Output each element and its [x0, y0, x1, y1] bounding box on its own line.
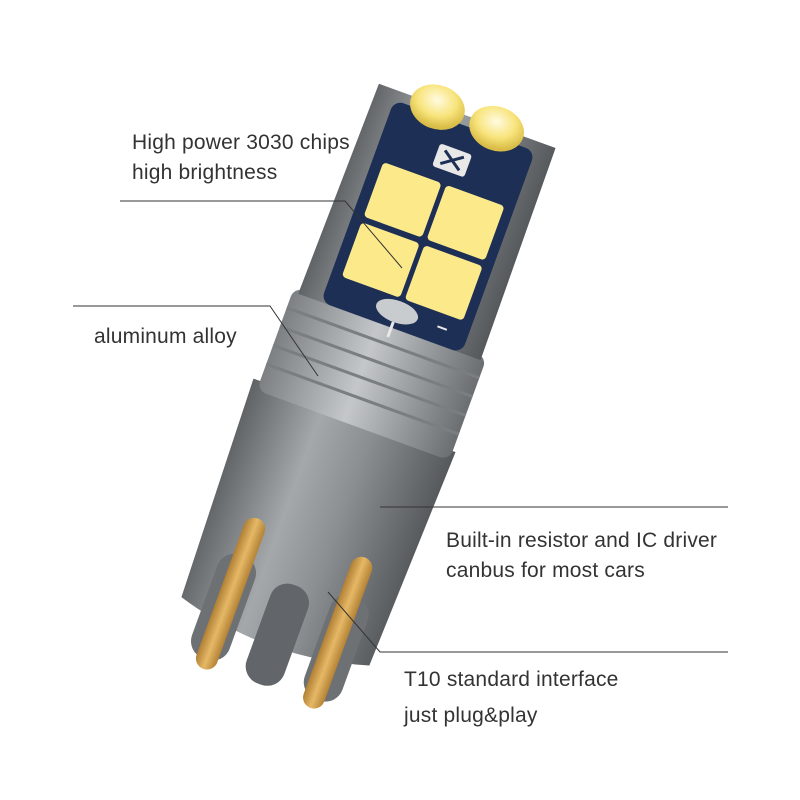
- bulb-body: [181, 83, 556, 709]
- contact-wire: [303, 556, 373, 709]
- callout-interface: T10 standard interface just plug&play: [404, 662, 619, 734]
- led-chip: [342, 223, 419, 297]
- callout-alloy: aluminum alloy: [94, 322, 237, 352]
- led-chip: [427, 186, 504, 260]
- interface-leader-line: [327, 591, 728, 653]
- chips-leader-line: [120, 200, 403, 269]
- dome-led: [410, 84, 465, 130]
- alloy-leader-line: [73, 305, 319, 377]
- contact-wire: [195, 517, 266, 670]
- callout-chips-line1: High power 3030 chips: [132, 131, 350, 154]
- dome-led: [469, 105, 524, 152]
- callout-interface-line1: T10 standard interface: [404, 668, 619, 691]
- callout-driver-line2: canbus for most cars: [446, 559, 645, 582]
- callout-interface-line2: just plug&play: [404, 704, 538, 727]
- led-chip: [405, 246, 482, 320]
- callout-driver-line1: Built-in resistor and IC driver: [446, 529, 718, 552]
- callout-chips: High power 3030 chips high brightness: [132, 128, 350, 188]
- led-chip: [364, 163, 441, 237]
- base-housing: [181, 378, 456, 666]
- leader-lines: [73, 200, 728, 653]
- callout-driver: Built-in resistor and IC driver canbus f…: [446, 526, 717, 586]
- callout-alloy-line1: aluminum alloy: [94, 325, 237, 348]
- resistor-component: [376, 298, 419, 325]
- callout-chips-line2: high brightness: [132, 161, 278, 184]
- wedge-slot: [245, 583, 310, 686]
